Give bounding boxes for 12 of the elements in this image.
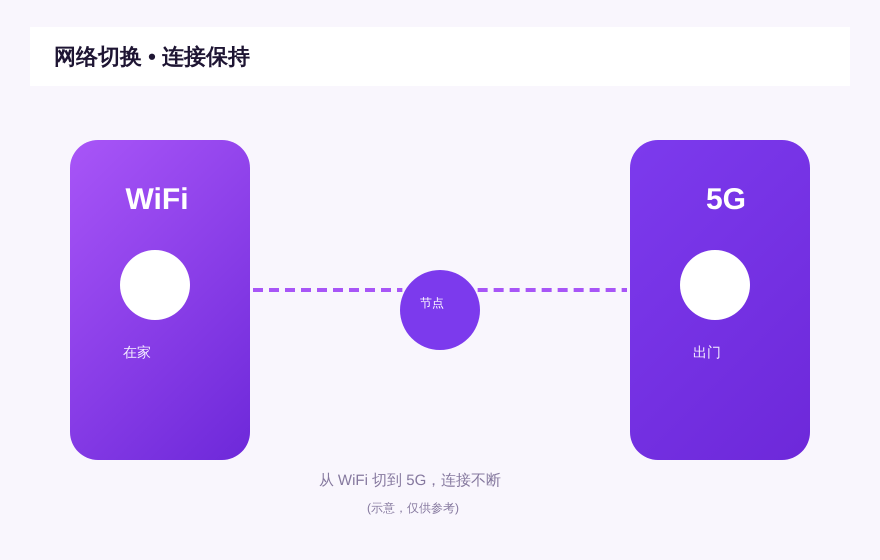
- diagram-title: 网络切换 • 连接保持: [54, 42, 250, 70]
- dashed-connector: [478, 288, 627, 292]
- node-label: 节点: [420, 295, 444, 311]
- dashed-connector: [253, 288, 402, 292]
- caption-text: 从 WiFi 切到 5G，连接不断: [318, 471, 502, 491]
- network-card: [70, 140, 250, 460]
- note-text: (示意，仅供参考): [367, 500, 459, 516]
- card-caption: 在家: [123, 343, 151, 362]
- card-caption: 出门: [693, 343, 721, 362]
- network-card: [630, 140, 810, 460]
- card-heading: 5G: [706, 182, 746, 218]
- card-heading: WiFi: [125, 182, 189, 218]
